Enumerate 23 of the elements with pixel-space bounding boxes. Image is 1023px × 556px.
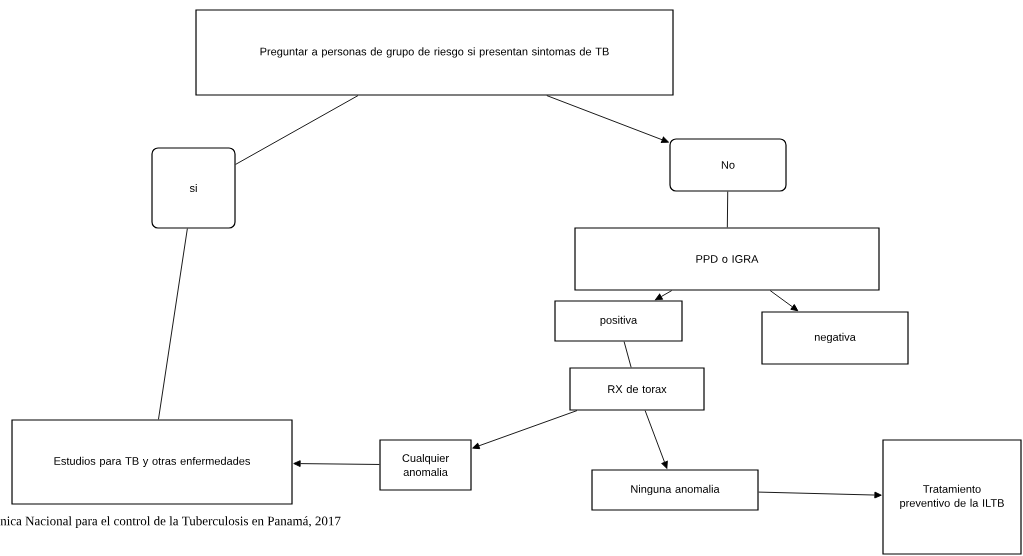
- process-box: positiva: [554, 300, 683, 342]
- arrow: [769, 290, 799, 312]
- connector-line: [726, 191, 729, 228]
- rounded-box: si: [151, 147, 236, 229]
- arrow: [758, 491, 882, 499]
- process-box: Estudios para TB y otras enfermedades: [11, 419, 293, 505]
- connector-line: [623, 341, 632, 368]
- process-box: Ninguna anomalia: [591, 469, 759, 511]
- process-box: PPD o IGRA: [574, 227, 880, 291]
- process-box: Preguntar a personas de grupo de riesgo si presentan sintomas de TB: [195, 9, 674, 96]
- process-box: Cualquier anomalia: [379, 439, 472, 491]
- arrow: [293, 460, 380, 467]
- arrow: [546, 95, 669, 144]
- caption: nica Nacional para el control de la Tuberculosis en Panamá, 2017: [0, 516, 341, 528]
- process-box: negativa: [761, 311, 909, 365]
- process-box: Tratamiento preventivo de la ILTB: [882, 439, 1022, 555]
- arrow: [472, 410, 578, 450]
- rounded-box: No: [669, 138, 787, 192]
- connector-line: [158, 228, 188, 420]
- process-box: RX de torax: [569, 367, 705, 411]
- arrow: [655, 290, 673, 301]
- connector-line: [235, 95, 359, 165]
- arrow: [644, 410, 668, 469]
